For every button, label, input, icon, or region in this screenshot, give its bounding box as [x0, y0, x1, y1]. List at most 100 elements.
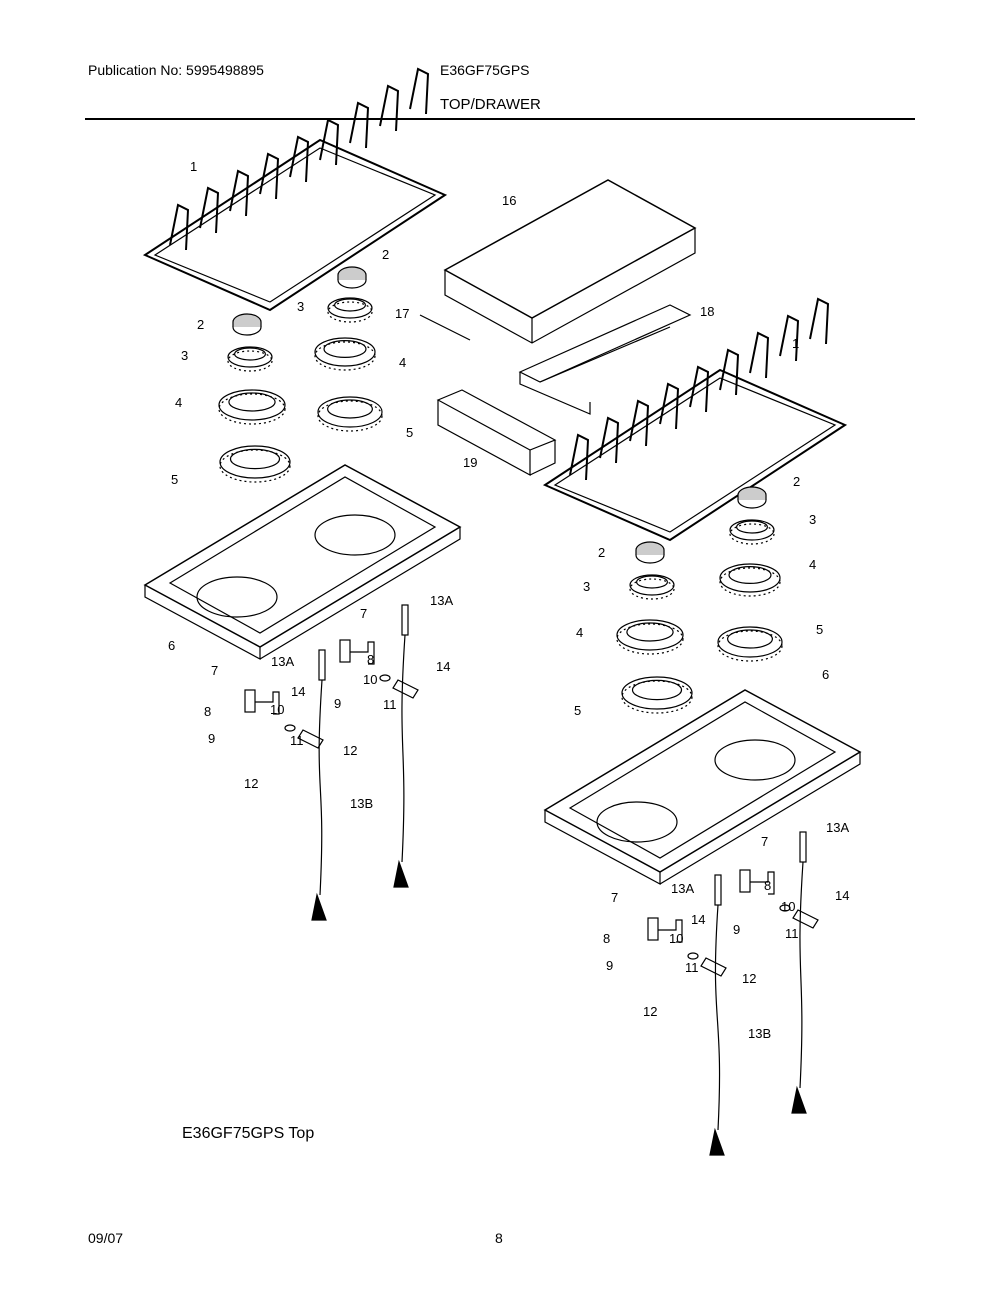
burner-ports [717, 630, 783, 662]
electrode [401, 604, 409, 636]
callout-label: 4 [809, 557, 817, 572]
washer [284, 724, 296, 732]
burner-cap-top [737, 486, 767, 500]
burner-opening [196, 576, 278, 618]
burner-ring [234, 347, 267, 361]
publication-number: Publication No: 5995498895 [88, 62, 264, 78]
callout-label: 3 [809, 512, 817, 527]
callout-label: 3 [583, 579, 591, 594]
callout-label: 4 [576, 625, 584, 640]
grate-finger [259, 152, 280, 200]
gas-valve [647, 917, 659, 941]
burner-head [227, 346, 273, 368]
header-divider [85, 118, 915, 120]
callout-label: 10 [669, 931, 684, 946]
callout-label: 10 [363, 672, 378, 687]
callout-label: 13A [271, 654, 295, 669]
callout-label: 11 [685, 960, 699, 975]
elbow-fitting [792, 909, 819, 929]
section-title: TOP/DRAWER [440, 96, 541, 113]
burner-ports [629, 578, 675, 600]
washer [779, 904, 791, 912]
callout-label: 11 [290, 733, 304, 748]
burner-cap-top [635, 541, 665, 555]
callout-label: 11 [383, 697, 397, 712]
callout-label: 7 [611, 890, 619, 905]
callout-label: 3 [181, 348, 189, 363]
wire-terminal [709, 1127, 725, 1156]
burner-ring [626, 622, 674, 642]
burner-ports [227, 350, 273, 372]
callout-label: 8 [367, 652, 375, 667]
callout-label: 3 [297, 299, 305, 314]
callout-label: 13A [430, 593, 454, 608]
burner-base [616, 619, 684, 651]
burner-ring [631, 679, 683, 701]
griddle-pan-side [519, 326, 671, 415]
grate-finger [629, 399, 650, 447]
electrode [799, 831, 807, 863]
burner-ports [218, 393, 286, 425]
burner-base [317, 396, 383, 428]
callout-label: 13A [826, 820, 850, 835]
callout-label: 17 [395, 306, 410, 321]
burner-ports [327, 301, 373, 323]
grate-finger [809, 297, 830, 345]
ignition-wire [799, 861, 804, 1089]
burner-ring [334, 298, 367, 312]
burner-ring [728, 565, 772, 584]
callout-label: 9 [606, 958, 614, 973]
callout-label: 7 [211, 663, 219, 678]
burner-ports [314, 341, 376, 371]
grate-finger [289, 135, 310, 183]
callout-label: 18 [700, 304, 715, 319]
callout-label: 7 [761, 834, 769, 849]
burner-ports [621, 680, 693, 714]
burner-head [327, 297, 373, 319]
burner-opening [314, 514, 396, 556]
callout-label: 5 [171, 472, 179, 487]
valve-body [750, 871, 775, 895]
callout-label: 8 [603, 931, 611, 946]
grate-finger [719, 348, 740, 396]
figure-caption: E36GF75GPS Top [182, 1125, 315, 1142]
griddle-drip-pan [518, 304, 692, 383]
ignition-wire [318, 679, 323, 896]
callout-label: 10 [270, 702, 285, 717]
drip-tray-edge [544, 752, 861, 886]
callout-label: 6 [822, 667, 830, 682]
grease-tray [436, 389, 557, 451]
callout-label: 5 [574, 703, 582, 718]
callout-label: 19 [463, 455, 478, 470]
burner-ring [735, 520, 768, 534]
callout-label: 8 [764, 878, 772, 893]
callout-label: 11 [785, 926, 799, 941]
burner-ring [635, 575, 668, 589]
burner-grate-inner [153, 147, 437, 303]
burner-cap-top [232, 313, 262, 327]
burner-ring [228, 392, 276, 412]
burner-cap-top [337, 266, 367, 280]
burner-ring [323, 340, 367, 359]
grate-finger [199, 186, 220, 234]
callout-label: 13B [748, 1026, 772, 1041]
page-number: 8 [495, 1230, 503, 1246]
grate-finger [409, 67, 430, 115]
burner-base [717, 626, 783, 658]
burner-ports [729, 523, 775, 545]
grate-finger [569, 433, 590, 481]
callout-label: 2 [382, 247, 390, 262]
grate-finger [169, 203, 190, 251]
grate-finger [689, 365, 710, 413]
burner-opening [596, 801, 678, 843]
burner-base [719, 563, 781, 593]
gas-valve [339, 639, 351, 663]
valve-body [658, 919, 683, 943]
ignition-wire [401, 634, 406, 863]
elbow-fitting [392, 679, 419, 699]
griddle-side [444, 228, 696, 344]
washer [379, 674, 391, 682]
callout-label: 5 [816, 622, 824, 637]
callout-label: 13A [671, 881, 695, 896]
